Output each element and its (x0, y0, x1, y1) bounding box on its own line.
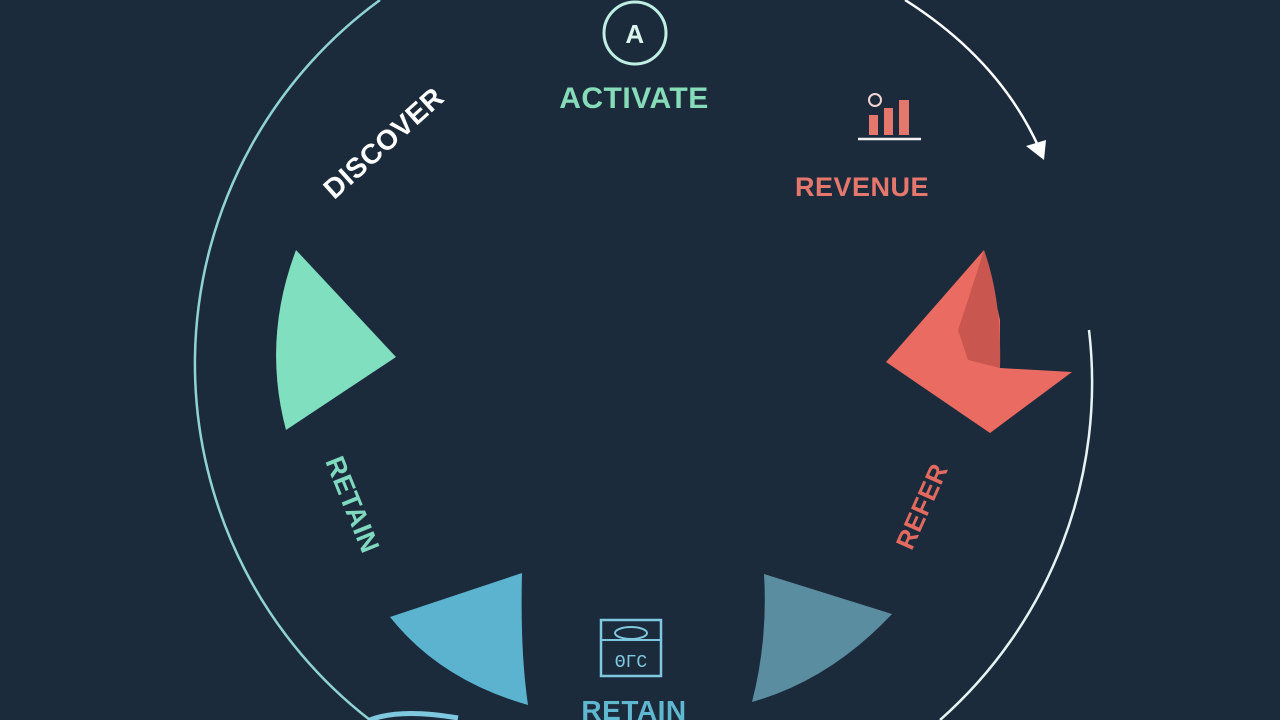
bottom-right-wedge (752, 574, 892, 702)
stage-label-refer: REFER (890, 459, 954, 554)
stage-label-revenue: REVENUE (795, 172, 929, 202)
cycle-ring (193, 0, 381, 720)
box-chart-text: ΘΓC (615, 653, 648, 673)
decorative-arc (369, 711, 459, 720)
stage-label-retain-bottom: RETAIN (581, 695, 686, 720)
left-wedge (276, 250, 396, 430)
bar-chart-icon (858, 93, 921, 141)
badge-letter: A (625, 19, 644, 49)
box-chart-icon: ΘΓC (599, 618, 663, 678)
right-wedge (886, 250, 1072, 433)
stage-label-activate: ACTIVATE (559, 82, 709, 115)
cycle-ring-right (939, 329, 1094, 720)
stage-label-discover: DISCOVER (317, 81, 449, 205)
stage-label-retain-left: RETAIN (319, 452, 385, 557)
cycle-arrow-icon (904, 0, 1046, 160)
bottom-left-wedge (390, 573, 528, 705)
circle-letter-icon: A (602, 0, 668, 66)
